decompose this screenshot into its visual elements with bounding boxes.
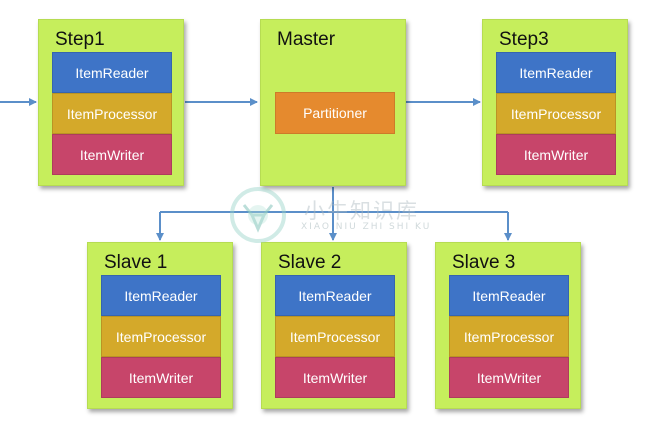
slave3-item-writer: ItemWriter [449, 357, 569, 398]
slave2-item-processor: ItemProcessor [275, 316, 395, 357]
step1-item-reader: ItemReader [52, 52, 172, 93]
step3-title: Step3 [499, 29, 549, 50]
slave2-item-reader: ItemReader [275, 275, 395, 316]
master-title: Master [277, 29, 336, 50]
master-box: Master Partitioner [260, 19, 406, 186]
step1-item-processor: ItemProcessor [52, 93, 172, 134]
slave2-box: Slave 2 ItemReader ItemProcessor ItemWri… [261, 242, 407, 409]
slave2-title: Slave 2 [278, 252, 342, 273]
slave2-item-writer: ItemWriter [275, 357, 395, 398]
step3-box: Step3 ItemReader ItemProcessor ItemWrite… [482, 19, 628, 186]
master-partitioner: Partitioner [275, 92, 395, 134]
slave3-box: Slave 3 ItemReader ItemProcessor ItemWri… [435, 242, 581, 409]
slave1-item-reader: ItemReader [101, 275, 221, 316]
slave1-title: Slave 1 [104, 252, 168, 273]
step3-item-processor: ItemProcessor [496, 93, 616, 134]
step1-box: Step1 ItemReader ItemProcessor ItemWrite… [38, 19, 184, 186]
step3-item-writer: ItemWriter [496, 134, 616, 175]
step1-title: Step1 [55, 29, 105, 50]
slave3-title: Slave 3 [452, 252, 516, 273]
slave3-item-reader: ItemReader [449, 275, 569, 316]
branch-master-to-slaves [160, 187, 508, 213]
step1-item-writer: ItemWriter [52, 134, 172, 175]
slave1-box: Slave 1 ItemReader ItemProcessor ItemWri… [87, 242, 233, 409]
slave1-item-processor: ItemProcessor [101, 316, 221, 357]
slave1-item-writer: ItemWriter [101, 357, 221, 398]
slave3-item-processor: ItemProcessor [449, 316, 569, 357]
step3-item-reader: ItemReader [496, 52, 616, 93]
